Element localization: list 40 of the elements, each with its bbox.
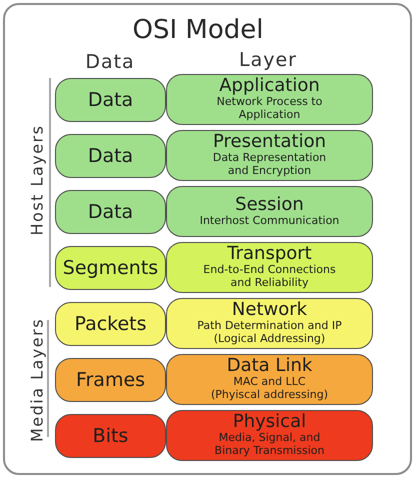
data-unit-box bbox=[55, 358, 166, 402]
diagram-title: OSI Model bbox=[132, 15, 264, 45]
layer-box bbox=[166, 74, 373, 125]
data-unit-box bbox=[55, 302, 166, 346]
layer-description: Data Representation and Encryption bbox=[212, 152, 328, 178]
data-unit-label: Data bbox=[88, 146, 134, 166]
data-unit-box bbox=[55, 78, 166, 122]
group-label: Host Layers bbox=[28, 124, 46, 236]
data-unit-label: Bits bbox=[92, 426, 128, 446]
data-unit-label: Packets bbox=[74, 314, 147, 334]
layer-box bbox=[166, 130, 373, 181]
layer-name: Application bbox=[219, 77, 320, 96]
layer-box bbox=[166, 410, 373, 461]
layer-description: Media, Signal, and Binary Transmission bbox=[214, 432, 326, 458]
group-label: Media Layers bbox=[28, 318, 46, 442]
layer-name: Presentation bbox=[212, 133, 326, 152]
layer-description: End-to-End Connections and Reliability bbox=[202, 264, 337, 290]
layer-description: Network Process to Application bbox=[216, 96, 324, 122]
data-unit-box bbox=[55, 190, 166, 234]
data-unit-label: Data bbox=[88, 202, 134, 222]
layer-description: MAC and LLC (Phyiscal addressing) bbox=[210, 376, 330, 402]
column-header: Data bbox=[85, 51, 135, 73]
layer-box bbox=[166, 186, 373, 237]
layer-name: Network bbox=[232, 301, 308, 320]
data-unit-label: Segments bbox=[62, 258, 158, 278]
layer-name: Physical bbox=[232, 413, 306, 432]
layer-description: Interhost Communication bbox=[200, 214, 340, 228]
layer-box bbox=[166, 298, 373, 349]
data-unit-box bbox=[55, 134, 166, 178]
layer-box bbox=[166, 354, 373, 405]
layer-box bbox=[166, 242, 373, 293]
layer-name: Data Link bbox=[226, 357, 312, 376]
data-unit-box bbox=[55, 246, 166, 290]
layer-name: Session bbox=[235, 196, 304, 215]
data-unit-box bbox=[55, 414, 166, 458]
layer-description: Path Determination and IP (Logical Addressing) bbox=[196, 320, 343, 346]
data-unit-label: Data bbox=[88, 90, 134, 110]
layer-name: Transport bbox=[227, 245, 312, 264]
column-header: Layer bbox=[239, 49, 297, 71]
data-unit-label: Frames bbox=[76, 370, 146, 390]
